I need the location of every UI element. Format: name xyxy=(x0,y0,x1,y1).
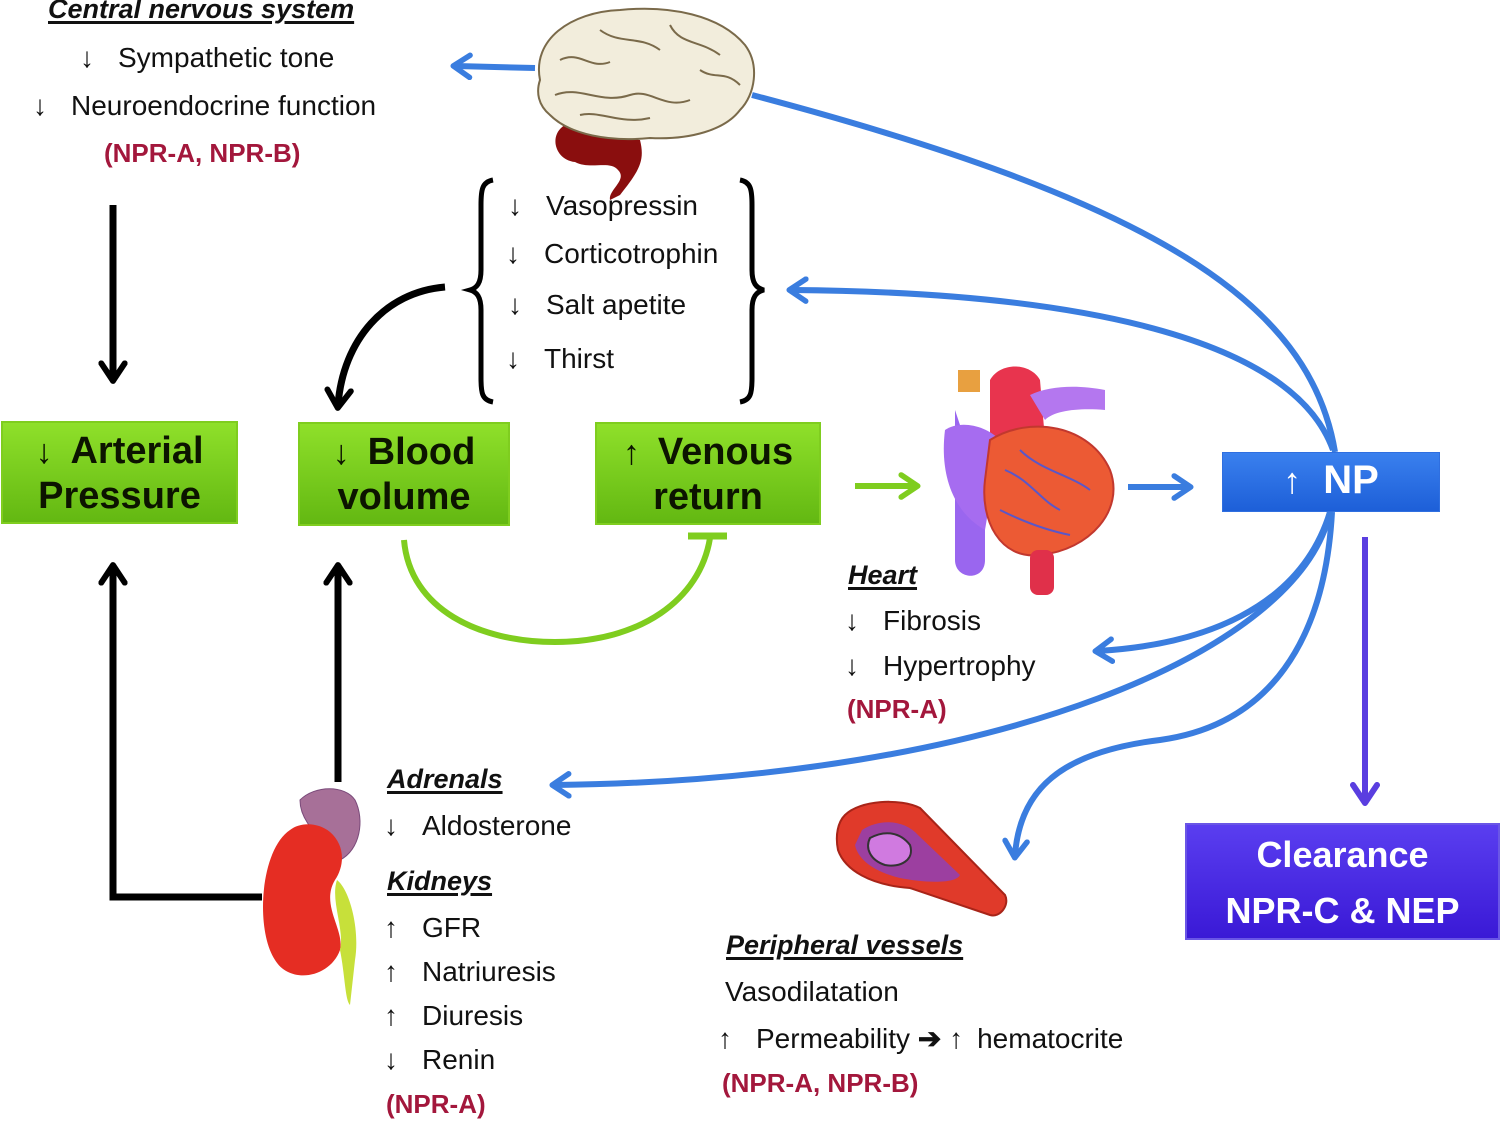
venous-return-box: ↑Venous return xyxy=(595,422,821,525)
np-to-adrenals-arrow xyxy=(549,511,1333,799)
up-arrow-icon: ↑ xyxy=(384,1000,398,1031)
kidneys-item: ↓Renin xyxy=(384,1038,495,1082)
hypothalamic-item: ↓Corticotrophin xyxy=(506,232,718,276)
down-arrow-icon: ↓ xyxy=(80,42,94,73)
cns-item: ↓Sympathetic tone xyxy=(80,36,334,80)
up-arrow-icon: ↑ xyxy=(622,434,640,472)
peripheral-receptors: (NPR-A, NPR-B) xyxy=(722,1068,919,1098)
heart-receptors: (NPR-A) xyxy=(847,694,947,724)
left-brace xyxy=(460,177,494,405)
blood-vessel-icon xyxy=(835,800,1008,917)
right-arrow-icon: ➔ xyxy=(917,1023,942,1054)
down-arrow-icon: ↓ xyxy=(384,810,398,841)
kidney-to-pressure-arrow xyxy=(98,562,262,901)
kidneys-heading: Kidneys xyxy=(387,866,493,896)
brain-icon xyxy=(537,7,756,200)
heart-heading: Heart xyxy=(848,560,918,590)
hypothalamic-item: ↓Thirst xyxy=(506,337,614,381)
heart-icon xyxy=(943,366,1115,595)
blood-volume-venous-feedback xyxy=(401,537,713,646)
heart-item: ↓Hypertrophy xyxy=(845,644,1036,688)
np-to-hypothalamic-arrow xyxy=(786,276,1336,452)
kidneys-receptors: (NPR-A) xyxy=(386,1089,486,1119)
up-arrow-icon: ↑ xyxy=(1283,460,1302,501)
hypothalamic-item: ↓Vasopressin xyxy=(508,184,698,228)
cns-heading: Central nervous system xyxy=(48,0,355,24)
kidneys-item: ↑GFR xyxy=(384,906,481,950)
down-arrow-icon: ↓ xyxy=(35,433,53,471)
adrenals-item: ↓Aldosterone xyxy=(384,804,571,848)
arterial-pressure-box: ↓Arterial Pressure xyxy=(1,421,238,524)
down-arrow-icon: ↓ xyxy=(384,1044,398,1075)
kidneys-item: ↑Diuresis xyxy=(384,994,523,1038)
up-arrow-icon: ↑ xyxy=(718,1023,732,1054)
np-box: ↑NP xyxy=(1222,452,1440,512)
down-arrow-icon: ↓ xyxy=(506,343,520,374)
kidney-icon xyxy=(263,788,361,1005)
hypothalamic-to-blood-volume-arrow xyxy=(324,283,446,411)
peripheral-heading: Peripheral vessels xyxy=(726,930,964,960)
hypothalamic-item: ↓Salt apetite xyxy=(508,283,686,327)
up-arrow-icon: ↑ xyxy=(949,1023,964,1054)
up-arrow-icon: ↑ xyxy=(384,912,398,943)
np-to-brain-arrow xyxy=(751,92,1338,453)
down-arrow-icon: ↓ xyxy=(508,289,522,320)
kidneys-item: ↑Natriuresis xyxy=(384,950,556,994)
down-arrow-icon: ↓ xyxy=(845,650,859,681)
down-arrow-icon: ↓ xyxy=(845,605,859,636)
down-arrow-icon: ↓ xyxy=(508,190,522,221)
peripheral-item: Vasodilatation xyxy=(725,976,899,1007)
cns-item: ↓Neuroendocrine function xyxy=(33,84,376,128)
up-arrow-icon: ↑ xyxy=(384,956,398,987)
heart-item: ↓Fibrosis xyxy=(845,599,981,643)
down-arrow-icon: ↓ xyxy=(33,90,47,121)
brain-to-cns-arrow xyxy=(450,52,536,81)
peripheral-item: ↑Permeability ➔ ↑hematocrite xyxy=(718,1017,1123,1061)
clearance-box: Clearance NPR-C & NEP xyxy=(1185,823,1500,940)
down-arrow-icon: ↓ xyxy=(506,238,520,269)
blood-volume-box: ↓Blood volume xyxy=(298,422,510,526)
right-brace xyxy=(739,177,765,405)
cns-receptors: (NPR-A, NPR-B) xyxy=(104,138,301,168)
adrenals-heading: Adrenals xyxy=(387,764,503,794)
np-to-vessels-arrow xyxy=(1002,511,1335,861)
down-arrow-icon: ↓ xyxy=(332,434,350,472)
